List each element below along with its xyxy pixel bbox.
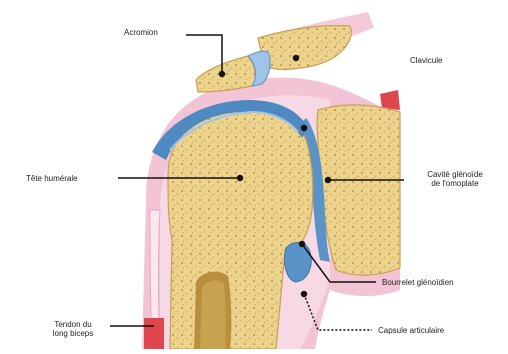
medullary-inner <box>200 281 226 349</box>
clavicle-core <box>258 26 351 70</box>
dot-clavicle <box>294 56 299 61</box>
label-tendon-biceps: Tendon du long biceps <box>36 320 110 338</box>
dot-bourrelet <box>300 242 305 247</box>
label-clavicule: Clavicule <box>410 56 442 65</box>
muscle-top-right <box>380 90 400 110</box>
dot-labrum-top <box>302 126 307 131</box>
label-tete-humerale: Tête humérale <box>26 174 78 183</box>
label-cavite-line2: de l'omoplate <box>410 179 500 188</box>
label-tendon-line1: Tendon du <box>36 320 110 329</box>
dot-capsule <box>302 292 307 297</box>
label-bourrelet-glenoidien: Bourrelet glénoïdien <box>382 278 454 287</box>
dot-tete <box>238 176 243 181</box>
label-tendon-line2: long biceps <box>36 329 110 338</box>
label-cavite-line1: Cavité glénoïde <box>410 170 500 179</box>
biceps-muscle <box>144 318 164 349</box>
dot-cavite <box>326 178 331 183</box>
label-capsule-articulaire: Capsule articulaire <box>378 326 444 335</box>
dot-acromion <box>220 72 225 77</box>
label-cavite-glenoide: Cavité glénoïde de l'omoplate <box>410 170 500 188</box>
acromion-bone <box>196 56 255 92</box>
label-acromion: Acromion <box>124 28 158 37</box>
